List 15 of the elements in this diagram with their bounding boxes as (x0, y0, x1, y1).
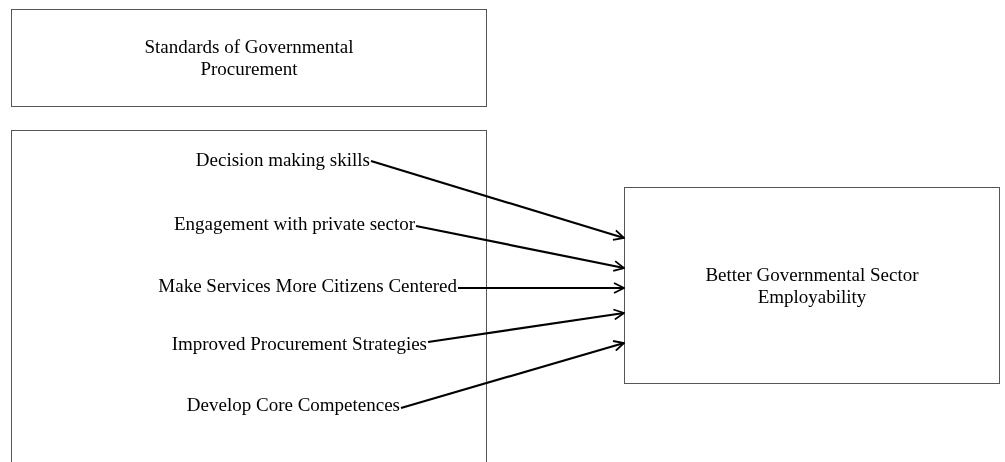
arrow (427, 308, 625, 344)
factor-label: Decision making skills (100, 149, 370, 173)
concept-box (624, 187, 1000, 384)
arrow (458, 282, 625, 294)
arrow (370, 159, 625, 241)
arrow (415, 224, 625, 272)
concept-box (11, 9, 487, 107)
group-box (11, 130, 487, 462)
factor-label: Engagement with private sector (40, 213, 415, 237)
arrow (400, 340, 625, 410)
box-label: Better Governmental Sector Employability (704, 263, 920, 308)
factor-label: Improved Procurement Strategies (40, 333, 427, 357)
box-label: Standards of Governmental Procurement (143, 36, 355, 80)
factor-label: Develop Core Competences (60, 394, 400, 418)
factor-label: Make Services More Citizens Centered (20, 275, 457, 299)
